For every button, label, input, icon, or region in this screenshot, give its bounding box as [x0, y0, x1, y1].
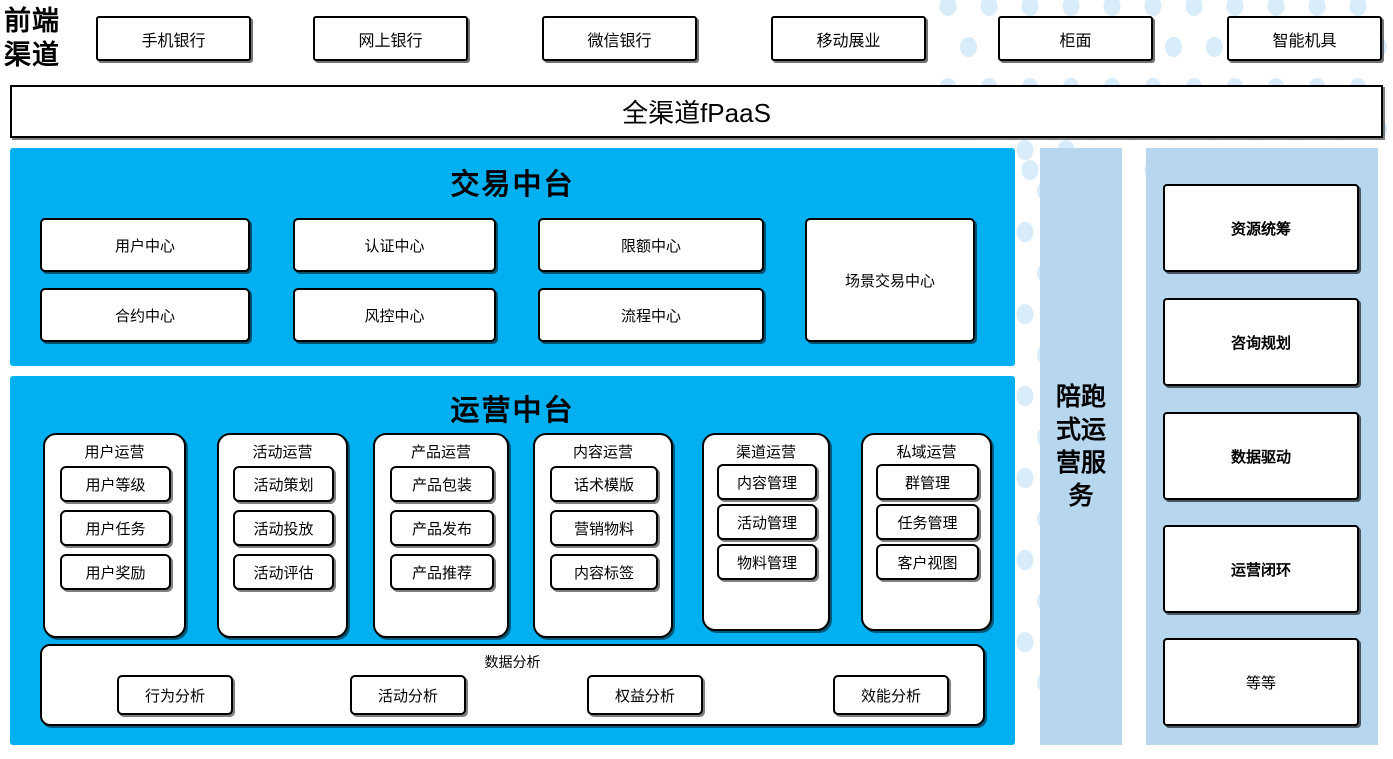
- operations-middle-platform-panel: 运营中台 数据分析 行为分析活动分析权益分析效能分析 用户运营用户等级用户任务用…: [10, 376, 1015, 745]
- operations-item[interactable]: 活动策划: [233, 466, 334, 502]
- channel-label-line-1: 前端: [4, 6, 60, 36]
- operations-item[interactable]: 客户视图: [876, 544, 979, 580]
- operations-column-title: 渠道运营: [735, 444, 796, 461]
- service-box-data-driven[interactable]: 数据驱动: [1163, 412, 1359, 500]
- front-end-channel-label: 前端 渠道: [4, 2, 82, 74]
- operations-item[interactable]: 用户奖励: [60, 554, 171, 590]
- operations-item[interactable]: 活动管理: [717, 504, 817, 540]
- transaction-platform-title: 交易中台: [450, 169, 575, 201]
- transaction-box-limit-center[interactable]: 限额中心: [538, 218, 764, 272]
- operations-item[interactable]: 产品发布: [390, 510, 494, 546]
- service-box-operation-closed-loop[interactable]: 运营闭环: [1163, 525, 1359, 613]
- operations-column-product-operation: 产品运营产品包装产品发布产品推荐: [373, 433, 509, 638]
- transaction-box-process-center[interactable]: 流程中心: [538, 288, 764, 342]
- operations-column-title: 私域运营: [896, 444, 957, 461]
- data-analysis-group: 数据分析 行为分析 活动分析 权益分析 效能分析: [40, 644, 985, 726]
- transaction-box-contract-center[interactable]: 合约中心: [40, 288, 250, 342]
- channel-box-counter[interactable]: 柜面: [998, 16, 1153, 61]
- data-analysis-box-benefit-analysis[interactable]: 权益分析: [587, 675, 703, 715]
- operations-column-channel-operation: 渠道运营内容管理活动管理物料管理: [702, 433, 830, 631]
- accompany-operation-service-panel: 陪跑式运营服务: [1040, 148, 1122, 745]
- operations-item[interactable]: 产品包装: [390, 466, 494, 502]
- operations-column-title: 内容运营: [572, 444, 633, 461]
- channel-box-smart-machine[interactable]: 智能机具: [1227, 16, 1382, 61]
- operations-column-user-operation: 用户运营用户等级用户任务用户奖励: [43, 433, 186, 638]
- operations-item[interactable]: 内容标签: [550, 554, 658, 590]
- operations-platform-title: 运营中台: [450, 395, 575, 427]
- data-analysis-box-efficiency-analysis[interactable]: 效能分析: [833, 675, 949, 715]
- data-analysis-box-campaign-analysis[interactable]: 活动分析: [350, 675, 466, 715]
- channel-label-line-2: 渠道: [4, 40, 60, 70]
- transaction-box-scenario-transaction-center[interactable]: 场景交易中心: [805, 218, 975, 342]
- transaction-box-user-center[interactable]: 用户中心: [40, 218, 250, 272]
- front-end-channel-row: 前端 渠道 手机银行 网上银行 微信银行 移动展业 柜面 智能机具: [0, 0, 1393, 78]
- data-analysis-box-behavior-analysis[interactable]: 行为分析: [117, 675, 233, 715]
- channel-box-mobile-biz[interactable]: 移动展业: [771, 16, 926, 61]
- data-analysis-title: 数据分析: [484, 654, 541, 670]
- operations-item[interactable]: 活动投放: [233, 510, 334, 546]
- transaction-box-risk-control-center[interactable]: 风控中心: [293, 288, 496, 342]
- operations-item[interactable]: 用户等级: [60, 466, 171, 502]
- operations-item[interactable]: 内容管理: [717, 464, 817, 500]
- omnichannel-fpaas-bar: 全渠道fPaaS: [10, 85, 1383, 138]
- operations-column-campaign-operation: 活动运营活动策划活动投放活动评估: [217, 433, 348, 638]
- channel-box-wechat-bank[interactable]: 微信银行: [542, 16, 697, 61]
- operations-column-title: 用户运营: [84, 444, 145, 461]
- operations-item[interactable]: 话术模版: [550, 466, 658, 502]
- transaction-middle-platform-panel: 交易中台 用户中心认证中心限额中心合约中心风控中心流程中心场景交易中心: [10, 148, 1015, 366]
- operations-column-title: 产品运营: [410, 444, 471, 461]
- transaction-box-auth-center[interactable]: 认证中心: [293, 218, 496, 272]
- channel-box-mobile-bank[interactable]: 手机银行: [96, 16, 251, 61]
- operations-column-content-operation: 内容运营话术模版营销物料内容标签: [533, 433, 673, 638]
- operations-column-private-domain-operation: 私域运营群管理任务管理客户视图: [861, 433, 992, 631]
- operations-item[interactable]: 群管理: [876, 464, 979, 500]
- service-box-etc[interactable]: 等等: [1163, 638, 1359, 726]
- operations-column-title: 活动运营: [252, 444, 313, 461]
- operations-item[interactable]: 活动评估: [233, 554, 334, 590]
- operations-item[interactable]: 物料管理: [717, 544, 817, 580]
- operations-item[interactable]: 营销物料: [550, 510, 658, 546]
- channel-box-online-bank[interactable]: 网上银行: [313, 16, 468, 61]
- service-capabilities-panel: 资源统筹咨询规划数据驱动运营闭环等等: [1146, 148, 1378, 745]
- operations-item[interactable]: 用户任务: [60, 510, 171, 546]
- service-box-resource-coordination[interactable]: 资源统筹: [1163, 184, 1359, 272]
- operations-item[interactable]: 任务管理: [876, 504, 979, 540]
- operations-item[interactable]: 产品推荐: [390, 554, 494, 590]
- service-box-consulting-planning[interactable]: 咨询规划: [1163, 298, 1359, 386]
- accompany-operation-service-label: 陪跑式运营服务: [1055, 382, 1106, 510]
